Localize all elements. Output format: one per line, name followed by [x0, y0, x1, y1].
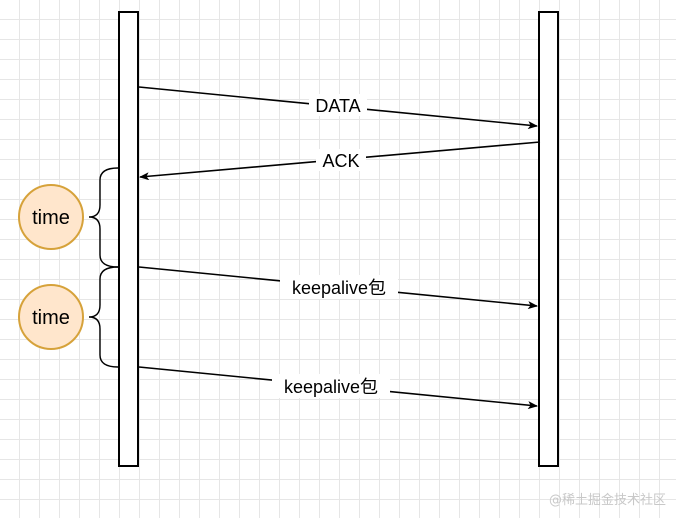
keepalive-1-label-bg — [280, 275, 398, 299]
keepalive-2-label-bg — [272, 374, 390, 398]
timer-brace-1 — [88, 167, 119, 268]
sender-lifeline — [118, 11, 139, 467]
timer-brace-2 — [88, 266, 119, 368]
timer-2: time — [18, 284, 84, 350]
receiver-lifeline — [538, 11, 559, 467]
keepalive-2-label: keepalive包 — [284, 377, 378, 397]
watermark: @稀土掘金技术社区 — [548, 493, 666, 508]
timer-1: time — [18, 184, 84, 250]
message-keepalive-1: keepalive包 — [138, 266, 538, 310]
message-ack: ACK — [139, 141, 541, 181]
ack-label-bg — [316, 149, 366, 171]
timer-1-circle — [18, 184, 84, 250]
data-label-bg — [309, 94, 367, 116]
timer-2-circle — [18, 284, 84, 350]
ack-label: ACK — [322, 151, 359, 171]
timer-2-label: time — [32, 307, 70, 329]
data-label: DATA — [315, 96, 360, 116]
message-keepalive-2: keepalive包 — [138, 366, 538, 410]
timer-1-label: time — [32, 207, 70, 229]
message-data: DATA — [138, 86, 538, 130]
keepalive-1-label: keepalive包 — [292, 278, 386, 298]
